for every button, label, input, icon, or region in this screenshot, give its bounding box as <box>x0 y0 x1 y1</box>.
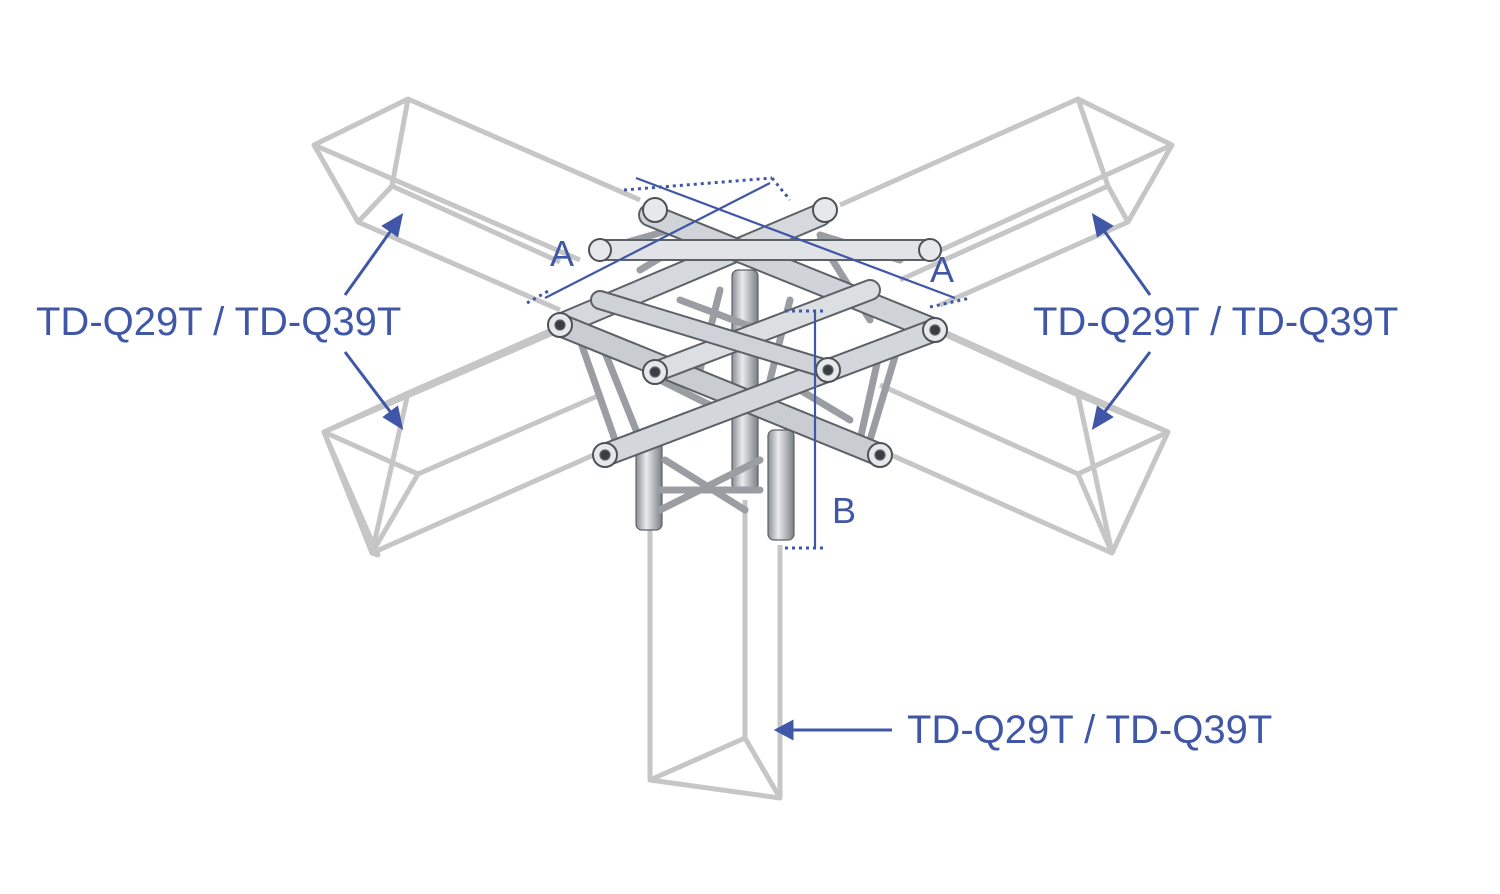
ghost-truss-right <box>838 96 1175 556</box>
ghost-truss-bottom <box>647 500 783 801</box>
dimension-a-left: A <box>550 233 575 274</box>
dimension-a-right: A <box>930 249 955 290</box>
left-callout-label: TD-Q29T / TD-Q39T <box>36 300 402 344</box>
right-callout-label: TD-Q29T / TD-Q39T <box>1033 300 1399 344</box>
dimension-b: B <box>832 490 857 531</box>
ghost-truss-left <box>311 96 641 558</box>
callout-arrows <box>343 212 1152 741</box>
truss-junction <box>547 197 948 541</box>
dimension-lines <box>526 176 971 550</box>
bottom-callout-label: TD-Q29T / TD-Q39T <box>907 708 1273 752</box>
